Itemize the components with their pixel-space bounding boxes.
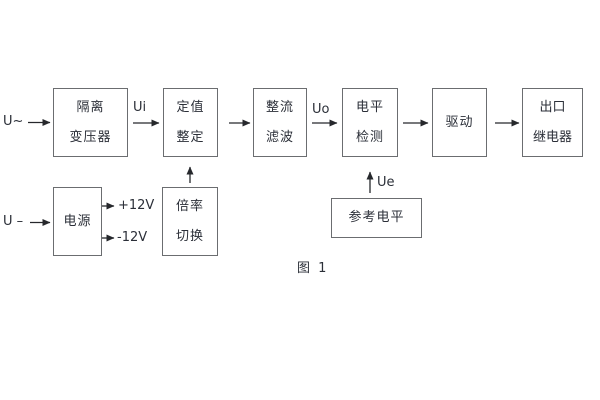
block-label: 整流 bbox=[265, 99, 294, 115]
block-isolation-transformer: 隔离 变压器 bbox=[53, 88, 128, 157]
block-label: 继电器 bbox=[532, 129, 572, 145]
block-rectify-filter: 整流 滤波 bbox=[253, 88, 307, 157]
label-plus12v: +12V bbox=[118, 198, 155, 213]
label-minus12v: -12V bbox=[117, 230, 148, 245]
block-label: 电源 bbox=[63, 213, 92, 229]
block-label: 整定 bbox=[176, 129, 205, 145]
block-label: 隔离 bbox=[76, 99, 105, 115]
block-drive: 驱动 bbox=[432, 88, 487, 157]
block-outlet-relay: 出口 继电器 bbox=[522, 88, 583, 157]
label-ue-signal: Ue bbox=[377, 175, 395, 190]
block-label: 滤波 bbox=[265, 129, 294, 145]
block-level-detect: 电平 检测 bbox=[342, 88, 398, 157]
block-label: 出口 bbox=[539, 99, 566, 115]
block-label: 定值 bbox=[176, 99, 205, 115]
block-label: 电平 bbox=[355, 99, 384, 115]
figure-caption: 图 1 bbox=[297, 261, 329, 276]
block-label: 参考电平 bbox=[348, 210, 405, 225]
label-ac-input: U~ bbox=[3, 114, 24, 129]
block-power-supply: 电源 bbox=[53, 187, 102, 256]
block-value-setting: 定值 整定 bbox=[163, 88, 218, 157]
block-ratio-switch: 倍率 切换 bbox=[162, 187, 218, 256]
block-reference-level: 参考电平 bbox=[331, 198, 422, 238]
block-label: 变压器 bbox=[69, 129, 112, 145]
label-uo-signal: Uo bbox=[312, 102, 330, 117]
block-label: 倍率 bbox=[175, 198, 204, 214]
label-dc-input: U – bbox=[3, 214, 24, 229]
block-label: 驱动 bbox=[445, 114, 474, 130]
block-label: 切换 bbox=[175, 228, 204, 244]
block-label: 检测 bbox=[355, 129, 384, 145]
label-ui-signal: Ui bbox=[133, 100, 147, 115]
